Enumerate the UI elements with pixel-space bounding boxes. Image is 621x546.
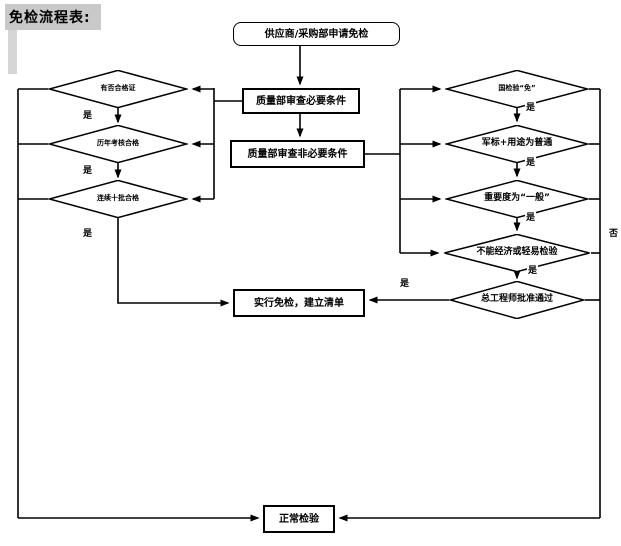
right-decision-1: 国检验“免” bbox=[445, 70, 589, 108]
start-node: 供应商/采购部申请免检 bbox=[233, 22, 400, 46]
review-necessary-label: 质量部审查必要条件 bbox=[256, 95, 346, 107]
no-label-right-rail: 否 bbox=[608, 226, 620, 239]
review-non-necessary-box: 质量部审查非必要条件 bbox=[230, 140, 365, 168]
right-decision-5-label: 总工程师批准通过 bbox=[480, 294, 553, 305]
normal-inspection-label: 正常检验 bbox=[279, 513, 319, 525]
yes-label-right-1: 是 bbox=[525, 100, 537, 113]
left-decision-1: 有否合格证 bbox=[48, 70, 188, 108]
yes-label-right-2: 是 bbox=[525, 155, 537, 168]
left-decision-2: 历年考核合格 bbox=[48, 125, 188, 163]
left-decision-2-label: 历年考核合格 bbox=[97, 139, 139, 148]
normal-inspection-box: 正常检验 bbox=[263, 505, 335, 533]
right-decision-2: 军标+用途为普通 bbox=[445, 125, 589, 163]
right-decision-3-label: 重要度为“一般” bbox=[484, 193, 550, 204]
left-decision-1-label: 有否合格证 bbox=[100, 84, 136, 93]
right-decision-4-label: 不能经济或轻易检验 bbox=[476, 247, 558, 258]
right-decision-1-label: 国检验“免” bbox=[498, 84, 536, 93]
page-title: 免检流程表: bbox=[5, 4, 101, 30]
yes-label-left-2: 是 bbox=[82, 163, 94, 176]
left-decision-3: 连续十批合格 bbox=[48, 180, 188, 218]
yes-label-left-1: 是 bbox=[82, 108, 94, 121]
review-necessary-box: 质量部审查必要条件 bbox=[242, 88, 360, 114]
yes-label-left-3: 是 bbox=[82, 226, 94, 239]
yes-label-right-4: 是 bbox=[527, 263, 539, 276]
right-decision-5: 总工程师批准通过 bbox=[449, 281, 585, 319]
right-decision-4: 不能经济或轻易检验 bbox=[443, 234, 591, 272]
right-decision-2-label: 军标+用途为普通 bbox=[481, 138, 553, 149]
implement-exemption-label: 实行免检，建立清单 bbox=[254, 297, 344, 309]
start-node-label: 供应商/采购部申请免检 bbox=[264, 28, 369, 40]
implement-exemption-box: 实行免检，建立清单 bbox=[233, 289, 365, 317]
yes-label-right-3: 是 bbox=[525, 210, 537, 223]
left-decision-3-label: 连续十批合格 bbox=[97, 194, 139, 203]
yes-label-approval: 是 bbox=[399, 276, 411, 289]
right-decision-3: 重要度为“一般” bbox=[445, 180, 589, 218]
review-non-necessary-label: 质量部审查非必要条件 bbox=[247, 148, 348, 160]
title-highlight-tail bbox=[8, 30, 17, 74]
